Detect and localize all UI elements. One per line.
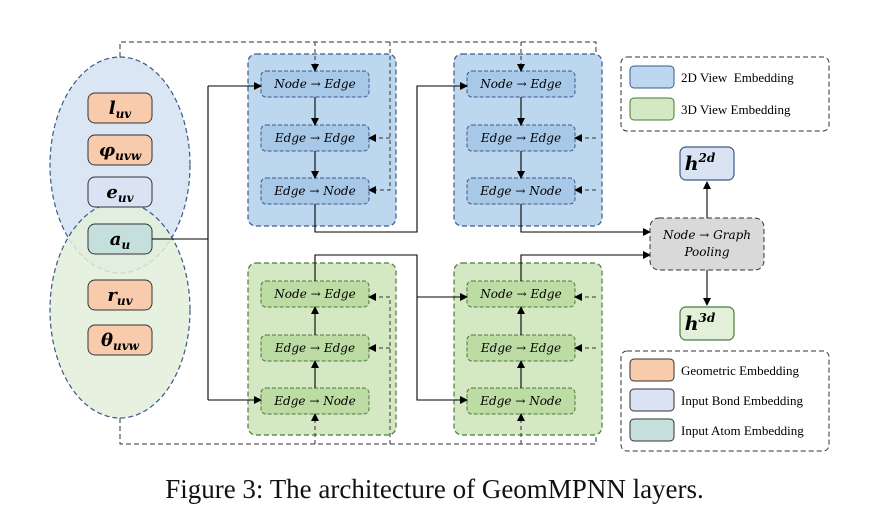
block-2d2-node-edge: Node → Edge	[466, 70, 576, 98]
svg-text:Edge → Edge: Edge → Edge	[480, 341, 561, 355]
svg-text:h3d: h3d	[685, 311, 716, 335]
flow-lines	[152, 82, 711, 404]
block-3d1-edge-node: Edge → Node	[260, 387, 370, 415]
svg-text:Node → Edge: Node → Edge	[273, 77, 355, 91]
svg-text:Edge → Node: Edge → Node	[479, 394, 561, 408]
svg-text:ruv: ruv	[107, 285, 133, 308]
dashed-feeds	[311, 42, 596, 444]
block-3d2-edge-node: Edge → Node	[466, 387, 576, 415]
pooling-block: Node → Graph Pooling	[649, 217, 765, 271]
svg-text:Node → Edge: Node → Edge	[479, 287, 561, 301]
svg-text:au: au	[110, 229, 131, 252]
input-phi-uvw: φuvw	[87, 134, 153, 166]
input-l-uv: luv	[87, 92, 153, 124]
legend-views: 2D View Embedding 3D View Embedding	[620, 56, 830, 132]
output-h2d: h2d	[679, 146, 735, 181]
output-h3d: h3d	[679, 306, 735, 341]
legend-swatch-geometric	[629, 358, 675, 382]
svg-text:Edge → Edge: Edge → Edge	[274, 131, 355, 145]
block-2d1-edge-edge: Edge → Edge	[260, 124, 370, 152]
legend-swatch-2d	[629, 65, 675, 89]
input-theta-uvw: θuvw	[87, 324, 153, 356]
svg-text:Node → Edge: Node → Edge	[479, 77, 561, 91]
block-3d2-edge-edge: Edge → Edge	[466, 334, 576, 362]
legend-label-3d: 3D View Embedding	[681, 102, 791, 117]
svg-text:φuvw: φuvw	[99, 140, 142, 163]
block-3d1-edge-edge: Edge → Edge	[260, 334, 370, 362]
svg-text:Edge → Edge: Edge → Edge	[480, 131, 561, 145]
svg-text:θuvw: θuvw	[101, 330, 140, 353]
legend-swatch-atom	[629, 418, 675, 442]
block-3d1-node-edge: Node → Edge	[260, 280, 370, 308]
svg-text:euv: euv	[106, 182, 134, 205]
svg-text:Pooling: Pooling	[683, 245, 729, 259]
svg-text:Node → Graph: Node → Graph	[662, 228, 751, 242]
block-2d2-edge-node: Edge → Node	[466, 177, 576, 205]
legend-label-atom: Input Atom Embedding	[681, 423, 804, 438]
legend-swatch-bond	[629, 388, 675, 412]
dashed-bypass-top	[119, 41, 597, 191]
legend-label-bond: Input Bond Embedding	[681, 393, 804, 408]
svg-text:h2d: h2d	[685, 151, 716, 175]
block-3d2-node-edge: Node → Edge	[466, 280, 576, 308]
legend-label-geometric: Geometric Embedding	[681, 363, 800, 378]
legend-label-2d: 2D View Embedding	[681, 70, 794, 85]
input-e-uv: euv	[87, 176, 153, 208]
legend-embeddings: Geometric Embedding Input Bond Embedding…	[620, 350, 830, 452]
svg-text:Edge → Node: Edge → Node	[273, 184, 355, 198]
legend-swatch-3d	[629, 97, 675, 121]
block-2d2-edge-edge: Edge → Edge	[466, 124, 576, 152]
figure-caption: Figure 3: The architecture of GeomMPNN l…	[165, 474, 704, 504]
block-2d1-node-edge: Node → Edge	[260, 70, 370, 98]
svg-text:Edge → Node: Edge → Node	[273, 394, 355, 408]
block-2d1-edge-node: Edge → Node	[260, 177, 370, 205]
svg-text:Edge → Node: Edge → Node	[479, 184, 561, 198]
svg-text:Edge → Edge: Edge → Edge	[274, 341, 355, 355]
svg-text:luv: luv	[109, 98, 133, 121]
input-r-uv: ruv	[87, 279, 153, 311]
svg-text:Node → Edge: Node → Edge	[273, 287, 355, 301]
input-a-u: au	[87, 223, 153, 255]
